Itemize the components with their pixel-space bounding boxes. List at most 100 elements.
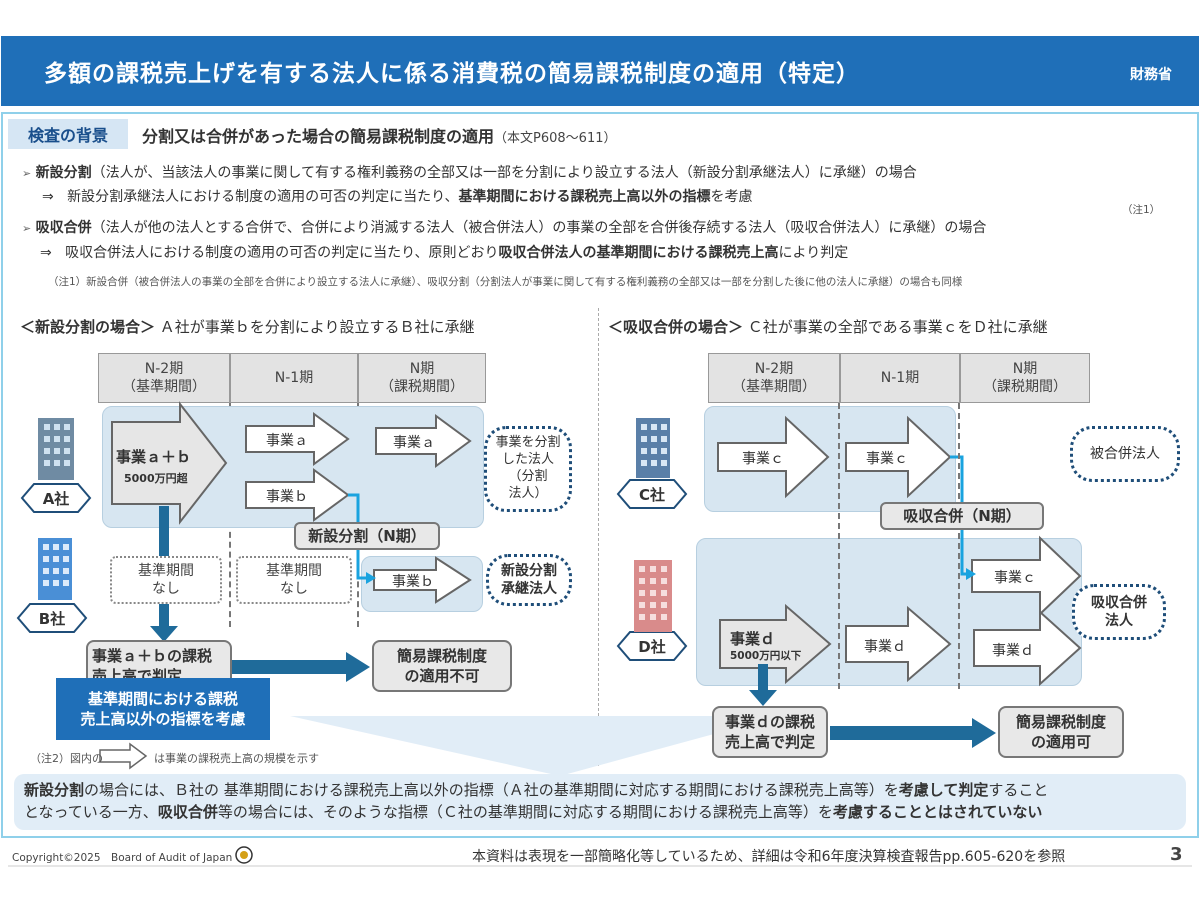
note2-pre: （注2）図内の (30, 752, 103, 765)
background-title-text: 分割又は合併があった場合の簡易課税制度の適用 (142, 127, 495, 146)
header-bar (1, 36, 1199, 106)
split-path-head (366, 572, 376, 584)
sub-post: を考慮 (710, 189, 753, 205)
page-title: 多額の課税売上げを有する法人に係る消費税の簡易課税制度の適用（特定） (44, 61, 860, 87)
sub-pre: 新設分割承継法人における制度の適用の可否の判定に当たり、 (67, 189, 459, 205)
background-ref: （本文P608～611） (494, 131, 617, 146)
arrow-glyph: ⇒ (40, 245, 52, 261)
copyright: Copyright©2025 Board of Audit of Japan (12, 852, 233, 864)
arrow-biz-a2 (375, 414, 472, 468)
big-arrow-d-title: 事業ｄ (730, 630, 776, 648)
arrow-biz-d3 (973, 609, 1082, 687)
right-judge-box: 事業ｄの課税 売上高で判定 (712, 706, 828, 758)
arrow-biz-c1 (717, 415, 830, 499)
left-result-box: 簡易課税制度 の適用不可 (372, 640, 512, 692)
successor-corp-box: 新設分割 承継法人 (486, 554, 572, 606)
callout-bold: 吸収合併 (157, 802, 218, 821)
bullet-desc: （法人が、当該法人の事業に関して有する権利義務の全部又は一部を分割により設立する… (91, 165, 917, 181)
hex-c (616, 479, 688, 509)
biz-d3-label: 事業ｄ (992, 643, 1034, 659)
flow-right-head (346, 652, 370, 682)
merged-corp-box: 被合併法人 (1070, 426, 1180, 482)
note-mark: （注1） (1122, 204, 1161, 216)
conclusion-text: 新設分割の場合には、Ｂ社の 基準期間における課税売上高以外の指標（Ａ社の基準期間… (24, 780, 1048, 824)
bullet-marker: ➢ (22, 222, 32, 235)
left-heading-text: Ａ社が事業ｂを分割により設立するＢ社に承継 (159, 318, 475, 336)
company-b-label: B社 (38, 609, 66, 628)
period-n2: N-2期 （基準期間） (708, 353, 840, 403)
arrow-biz-c2 (845, 415, 952, 499)
big-arrow-d-sub: 5000万円以下 (730, 650, 802, 662)
big-arrow-d (719, 603, 832, 685)
bullet-merge-sub: ⇒ 吸収合併法人における制度の適用の可否の判定に当たり、原則どおり吸収合併法人の… (40, 242, 848, 262)
biz-c2-label: 事業ｃ (866, 451, 908, 467)
flow-down-head (150, 626, 178, 642)
building-icon-b (38, 538, 72, 600)
bullet-split-sub: ⇒ 新設分割承継法人における制度の適用の可否の判定に当たり、基準期間における課税… (42, 186, 753, 206)
merge-label: 吸収合併（N期） (880, 502, 1044, 530)
arrow-biz-c3 (971, 535, 1082, 617)
sub-bold: 吸収合併法人の基準期間における課税売上高 (498, 245, 779, 261)
note2-post: は事業の課税売上高の規模を示す (154, 752, 319, 765)
left-heading-bold: ＜新設分割の場合＞ (20, 318, 156, 336)
sub-post: により判定 (778, 245, 849, 261)
bullet-term: 吸収合併 (35, 220, 92, 236)
callout-text-span: の場合には、Ｂ社の 基準期間における課税売上高以外の指標（Ａ社の基準期間に対応す… (84, 781, 899, 799)
bullet-term: 新設分割 (35, 165, 92, 181)
conclusion-callout (14, 774, 1186, 830)
company-d-label: D社 (638, 637, 666, 656)
left-blue-note: 基準期間における課税 売上高以外の指標を考慮 (56, 678, 270, 740)
bullet-merge: ➢ 吸収合併（法人が他の法人とする合併で、合併により消滅する法人（被合併法人）の… (22, 217, 986, 237)
section-divider (598, 308, 599, 766)
conclusion-line-1: 新設分割の場合には、Ｂ社の 基準期間における課税売上高以外の指標（Ａ社の基準期間… (24, 780, 1048, 802)
absorbing-corp-box: 吸収合併 法人 (1072, 584, 1166, 640)
split-label: 新設分割（N期） (294, 522, 440, 550)
biz-a2-label: 事業ａ (393, 435, 435, 451)
flow-right-bar (830, 726, 976, 740)
split-corp-box: 事業を分割 した法人 （分割 法人） (484, 426, 572, 512)
background-title: 分割又は合併があった場合の簡易課税制度の適用（本文P608～611） (142, 123, 616, 147)
period-n1: N-1期 (840, 353, 960, 403)
callout-text-span: 等の場合には、そのような指標（Ｃ社の基準期間に対応する期間における課税売上高等）… (217, 802, 833, 821)
content-frame (1, 112, 1199, 838)
flow-down-head (749, 690, 777, 706)
no-base-period-2: 基準期間 なし (236, 556, 352, 604)
callout-bold: 新設分割 (24, 781, 85, 799)
building-icon-a (38, 418, 74, 480)
left-heading: ＜新設分割の場合＞ Ａ社が事業ｂを分割により設立するＢ社に承継 (20, 316, 475, 337)
biz-b1-label: 事業ｂ (266, 489, 308, 505)
callout-pointer (290, 716, 780, 776)
sub-bold: 基準期間における課税売上高以外の指標 (458, 189, 711, 205)
period-n: N期 （課税期間） (358, 353, 486, 403)
company-c-label: C社 (638, 485, 665, 504)
hex-a (20, 483, 92, 513)
period-divider (958, 403, 960, 689)
bullet-desc: （法人が他の法人とする合併で、合併により消滅する法人（被合併法人）の事業の全部を… (91, 220, 987, 236)
period-divider (838, 403, 840, 689)
bullet-marker: ➢ (22, 167, 32, 180)
emblem-icon (235, 846, 253, 864)
right-heading-bold: ＜吸収合併の場合＞ (608, 318, 744, 336)
background-badge: 検査の背景 (8, 119, 128, 149)
biz-c3-label: 事業ｃ (994, 570, 1036, 586)
arrow-biz-b2 (373, 556, 472, 604)
company-a-label: A社 (42, 489, 70, 508)
big-arrow-ab-sub: 5000万円超 (124, 472, 188, 485)
building-icon-c (636, 418, 670, 478)
page-number: 3 (1170, 844, 1183, 865)
biz-a1-label: 事業ａ (266, 433, 308, 449)
sub-pre: 吸収合併法人における制度の適用の可否の判定に当たり、原則どおり (65, 245, 499, 261)
org-label: 財務省 (1130, 67, 1172, 83)
period-n2: N-2期 （基準期間） (98, 353, 230, 403)
hex-b (16, 603, 88, 633)
bullet-split: ➢ 新設分割（法人が、当該法人の事業に関して有する権利義務の全部又は一部を分割に… (22, 162, 917, 182)
no-base-period-1: 基準期間 なし (110, 556, 222, 604)
arrow-biz-b1 (245, 468, 350, 522)
callout-text-span: すること (988, 781, 1049, 799)
callout-bold: 考慮して判定 (898, 781, 989, 799)
big-arrow-ab (111, 401, 228, 525)
right-heading-text: Ｃ社が事業の全部である事業ｃをＤ社に承継 (747, 318, 1048, 336)
period-n1: N-1期 (230, 353, 358, 403)
footer-note: 本資料は表現を一部簡略化等しているため、詳細は令和6年度決算検査報告pp.605… (472, 849, 1066, 865)
right-heading: ＜吸収合併の場合＞ Ｃ社が事業の全部である事業ｃをＤ社に承継 (608, 316, 1048, 337)
